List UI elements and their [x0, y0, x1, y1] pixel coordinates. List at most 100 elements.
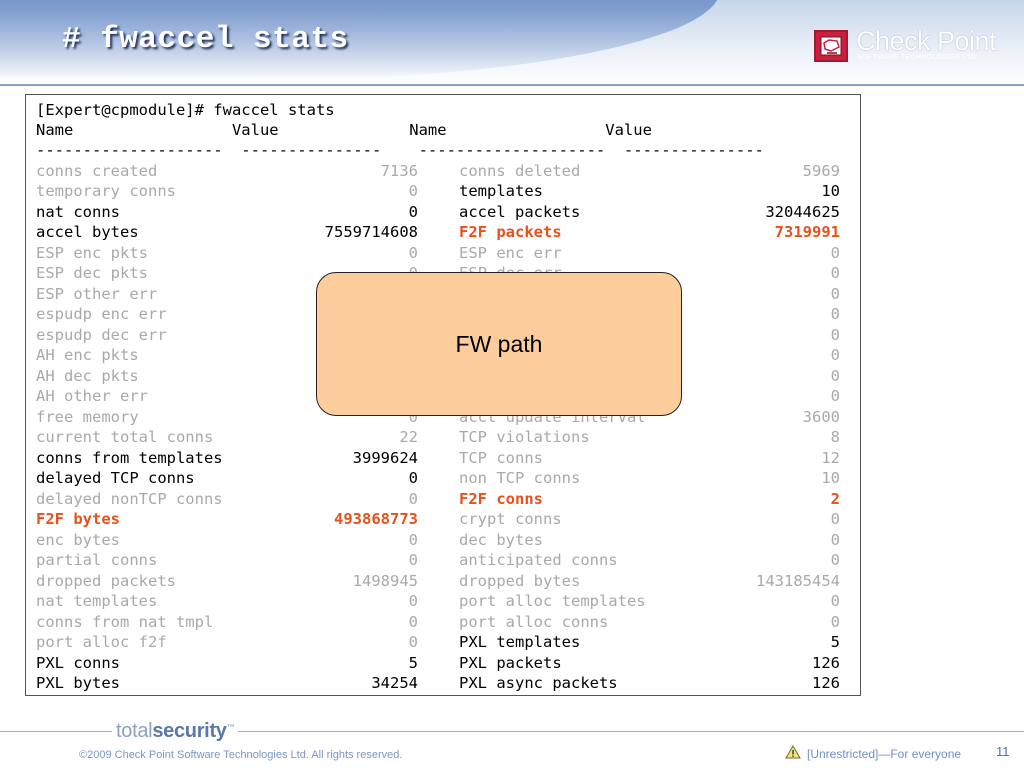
slide-header: # fwaccel stats Check Point SOFTWARE TEC…: [0, 0, 1024, 86]
terminal-separator-line: -------------------- --------------- ---…: [36, 141, 764, 159]
stat-value: 3600: [802, 407, 840, 426]
stat-value: 0: [408, 551, 418, 569]
stat-name: templates: [459, 182, 543, 200]
stat-name: dropped bytes: [459, 571, 581, 590]
stats-row: PXL conns 5 PXL packets 126: [26, 653, 860, 674]
stat-value: 0: [408, 530, 418, 549]
stat-name: F2F packets: [459, 223, 562, 241]
stat-value: 7559714608: [324, 223, 418, 241]
stat-name: PXL packets: [459, 653, 562, 672]
stat-value: 5969: [802, 161, 840, 180]
stat-value: 126: [812, 674, 840, 692]
stat-name: AH enc pkts: [36, 346, 139, 364]
stat-value: 8: [830, 428, 840, 446]
logo-name: Check Point: [856, 26, 997, 56]
warning-triangle-icon: [785, 745, 801, 762]
stats-row: conns from nat tmpl 0 port alloc conns 0: [26, 612, 860, 633]
stat-name: AH other err: [36, 387, 148, 405]
stat-value: 0: [408, 407, 418, 426]
logo-subtitle: SOFTWARE TECHNOLOGIES LTD.: [857, 54, 979, 61]
stat-name: ESP dec pkts: [36, 264, 148, 282]
stat-name: nat conns: [36, 202, 120, 221]
slide-title: # fwaccel stats: [62, 22, 349, 57]
stats-row: temporary conns 0 templates 10: [26, 181, 860, 202]
stat-name: conns created: [36, 161, 158, 180]
stat-value: 0: [830, 530, 840, 549]
stat-name: PXL conns: [36, 653, 120, 672]
stat-value: 0: [830, 243, 840, 262]
stat-value: 7319991: [774, 223, 840, 241]
stat-value: 10: [821, 182, 840, 200]
stat-name: PXL async packets: [459, 674, 618, 692]
stat-value: 0: [408, 592, 418, 610]
stat-name: ESP other err: [36, 284, 158, 303]
stat-name: port alloc f2f: [36, 633, 167, 651]
stat-name: PXL templates: [459, 633, 581, 651]
copyright-text: ©2009 Check Point Software Technologies …: [79, 749, 403, 761]
stat-value: 0: [830, 264, 840, 282]
stat-value: 22: [399, 428, 418, 446]
check-point-logo: Check Point SOFTWARE TECHNOLOGIES LTD.: [814, 26, 1014, 68]
stat-value: 0: [408, 202, 418, 221]
stat-value: 0: [830, 346, 840, 364]
stat-name: crypt conns: [459, 510, 562, 528]
stat-name: PXL bytes: [36, 674, 120, 692]
stat-name: TCP conns: [459, 448, 543, 467]
stat-value: 7136: [380, 161, 418, 180]
footer-rule: [0, 731, 1024, 732]
stat-name: port alloc conns: [459, 612, 609, 631]
stat-name: delayed TCP conns: [36, 469, 195, 487]
stat-value: 32044625: [765, 202, 840, 221]
stat-value: 10: [821, 469, 840, 487]
classification-label: [Unrestricted]—For everyone: [785, 745, 961, 762]
stats-row: accel bytes 7559714608 F2F packets 7319991: [26, 222, 860, 243]
stat-value: 143185454: [756, 571, 840, 590]
stat-name: conns from nat tmpl: [36, 612, 214, 631]
stat-name: ESP enc err: [459, 243, 562, 262]
stat-name: conns from templates: [36, 448, 223, 467]
stats-row: nat conns 0 accel packets 32044625: [26, 202, 860, 223]
header-divider: [0, 84, 1024, 86]
stat-value: 0: [408, 612, 418, 631]
stat-value: 0: [830, 612, 840, 631]
stat-name: partial conns: [36, 551, 158, 569]
stat-value: 126: [812, 653, 840, 672]
stat-name: non TCP conns: [459, 469, 581, 487]
page-number: 11: [996, 744, 1010, 759]
stat-value: 0: [830, 510, 840, 528]
stat-value: 0: [830, 284, 840, 303]
stat-name: temporary conns: [36, 182, 176, 200]
stat-value: 3999624: [352, 448, 418, 467]
stat-value: 0: [830, 325, 840, 344]
classification-text: [Unrestricted]—For everyone: [807, 746, 962, 761]
stat-name: accel packets: [459, 202, 581, 221]
stat-name: anticipated conns: [459, 551, 618, 569]
stat-value: 0: [408, 633, 418, 651]
terminal-output: [Expert@cpmodule]# fwaccel stats Name Va…: [25, 94, 861, 696]
stat-value: 0: [830, 366, 840, 385]
stat-name: espudp enc err: [36, 305, 167, 323]
stats-row: delayed TCP conns 0 non TCP conns 10: [26, 468, 860, 489]
stat-value: 5: [408, 653, 418, 672]
stat-value: 0: [830, 305, 840, 323]
totalsecurity-brand: totalsecurity™: [112, 720, 239, 743]
stat-value: 0: [830, 592, 840, 610]
brand-prefix: total: [116, 720, 153, 742]
stat-value: 0: [408, 182, 418, 200]
stat-name: AH dec pkts: [36, 366, 139, 385]
stats-row: espudp enc err00: [26, 304, 860, 325]
stat-value: 0: [408, 469, 418, 487]
stat-value: 12: [821, 448, 840, 467]
stat-name: F2F bytes: [36, 510, 120, 528]
stat-name: accel bytes: [36, 223, 139, 241]
stat-name: free memory: [36, 407, 139, 426]
stat-name: F2F conns: [459, 489, 543, 508]
